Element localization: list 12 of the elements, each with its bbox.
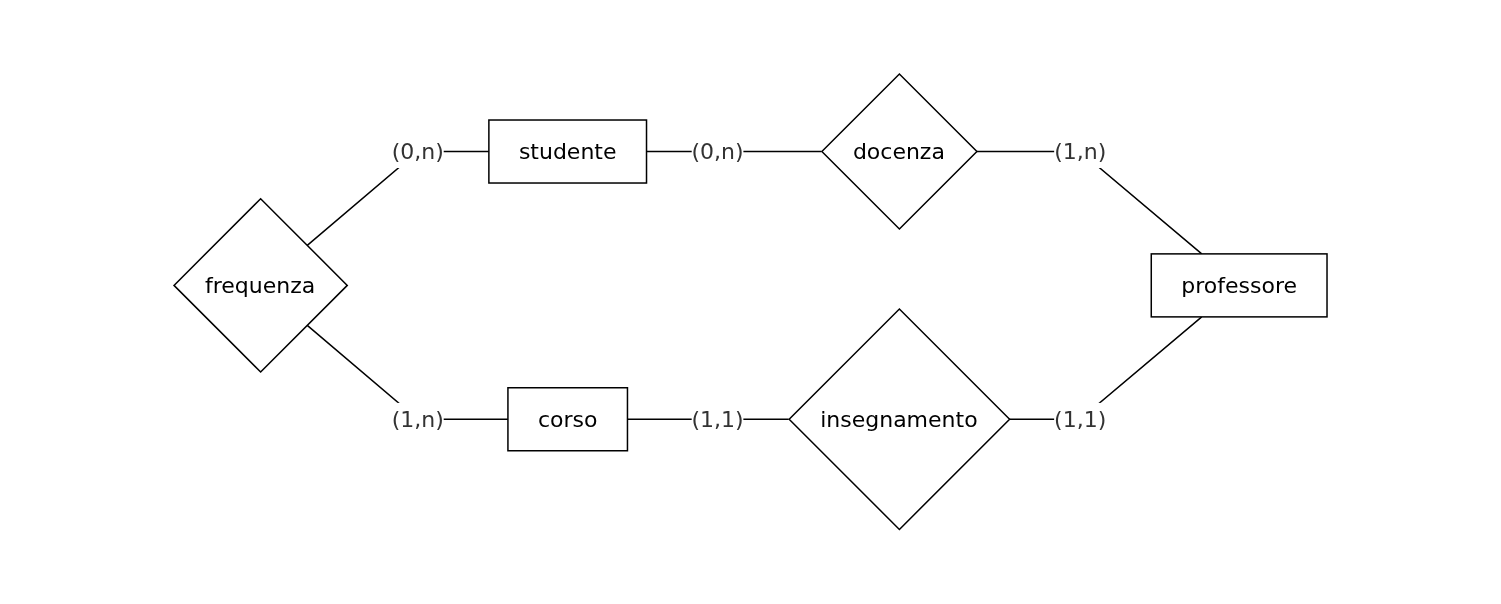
edge-label: (1,n) xyxy=(391,407,444,433)
edge-label: (1,1) xyxy=(691,407,744,433)
node-diamond: frequenza xyxy=(172,197,349,374)
edge-label: (1,n) xyxy=(1054,139,1107,165)
node-box: studente xyxy=(488,119,648,185)
node-box: corso xyxy=(507,387,629,452)
node-diamond: insegnamento xyxy=(788,308,1011,531)
edge-label: (1,1) xyxy=(1054,407,1107,433)
edge-label: (0,n) xyxy=(691,139,744,165)
node-box: professore xyxy=(1150,253,1328,318)
edge-label: (0,n) xyxy=(391,139,444,165)
node-diamond: docenza xyxy=(820,73,978,231)
